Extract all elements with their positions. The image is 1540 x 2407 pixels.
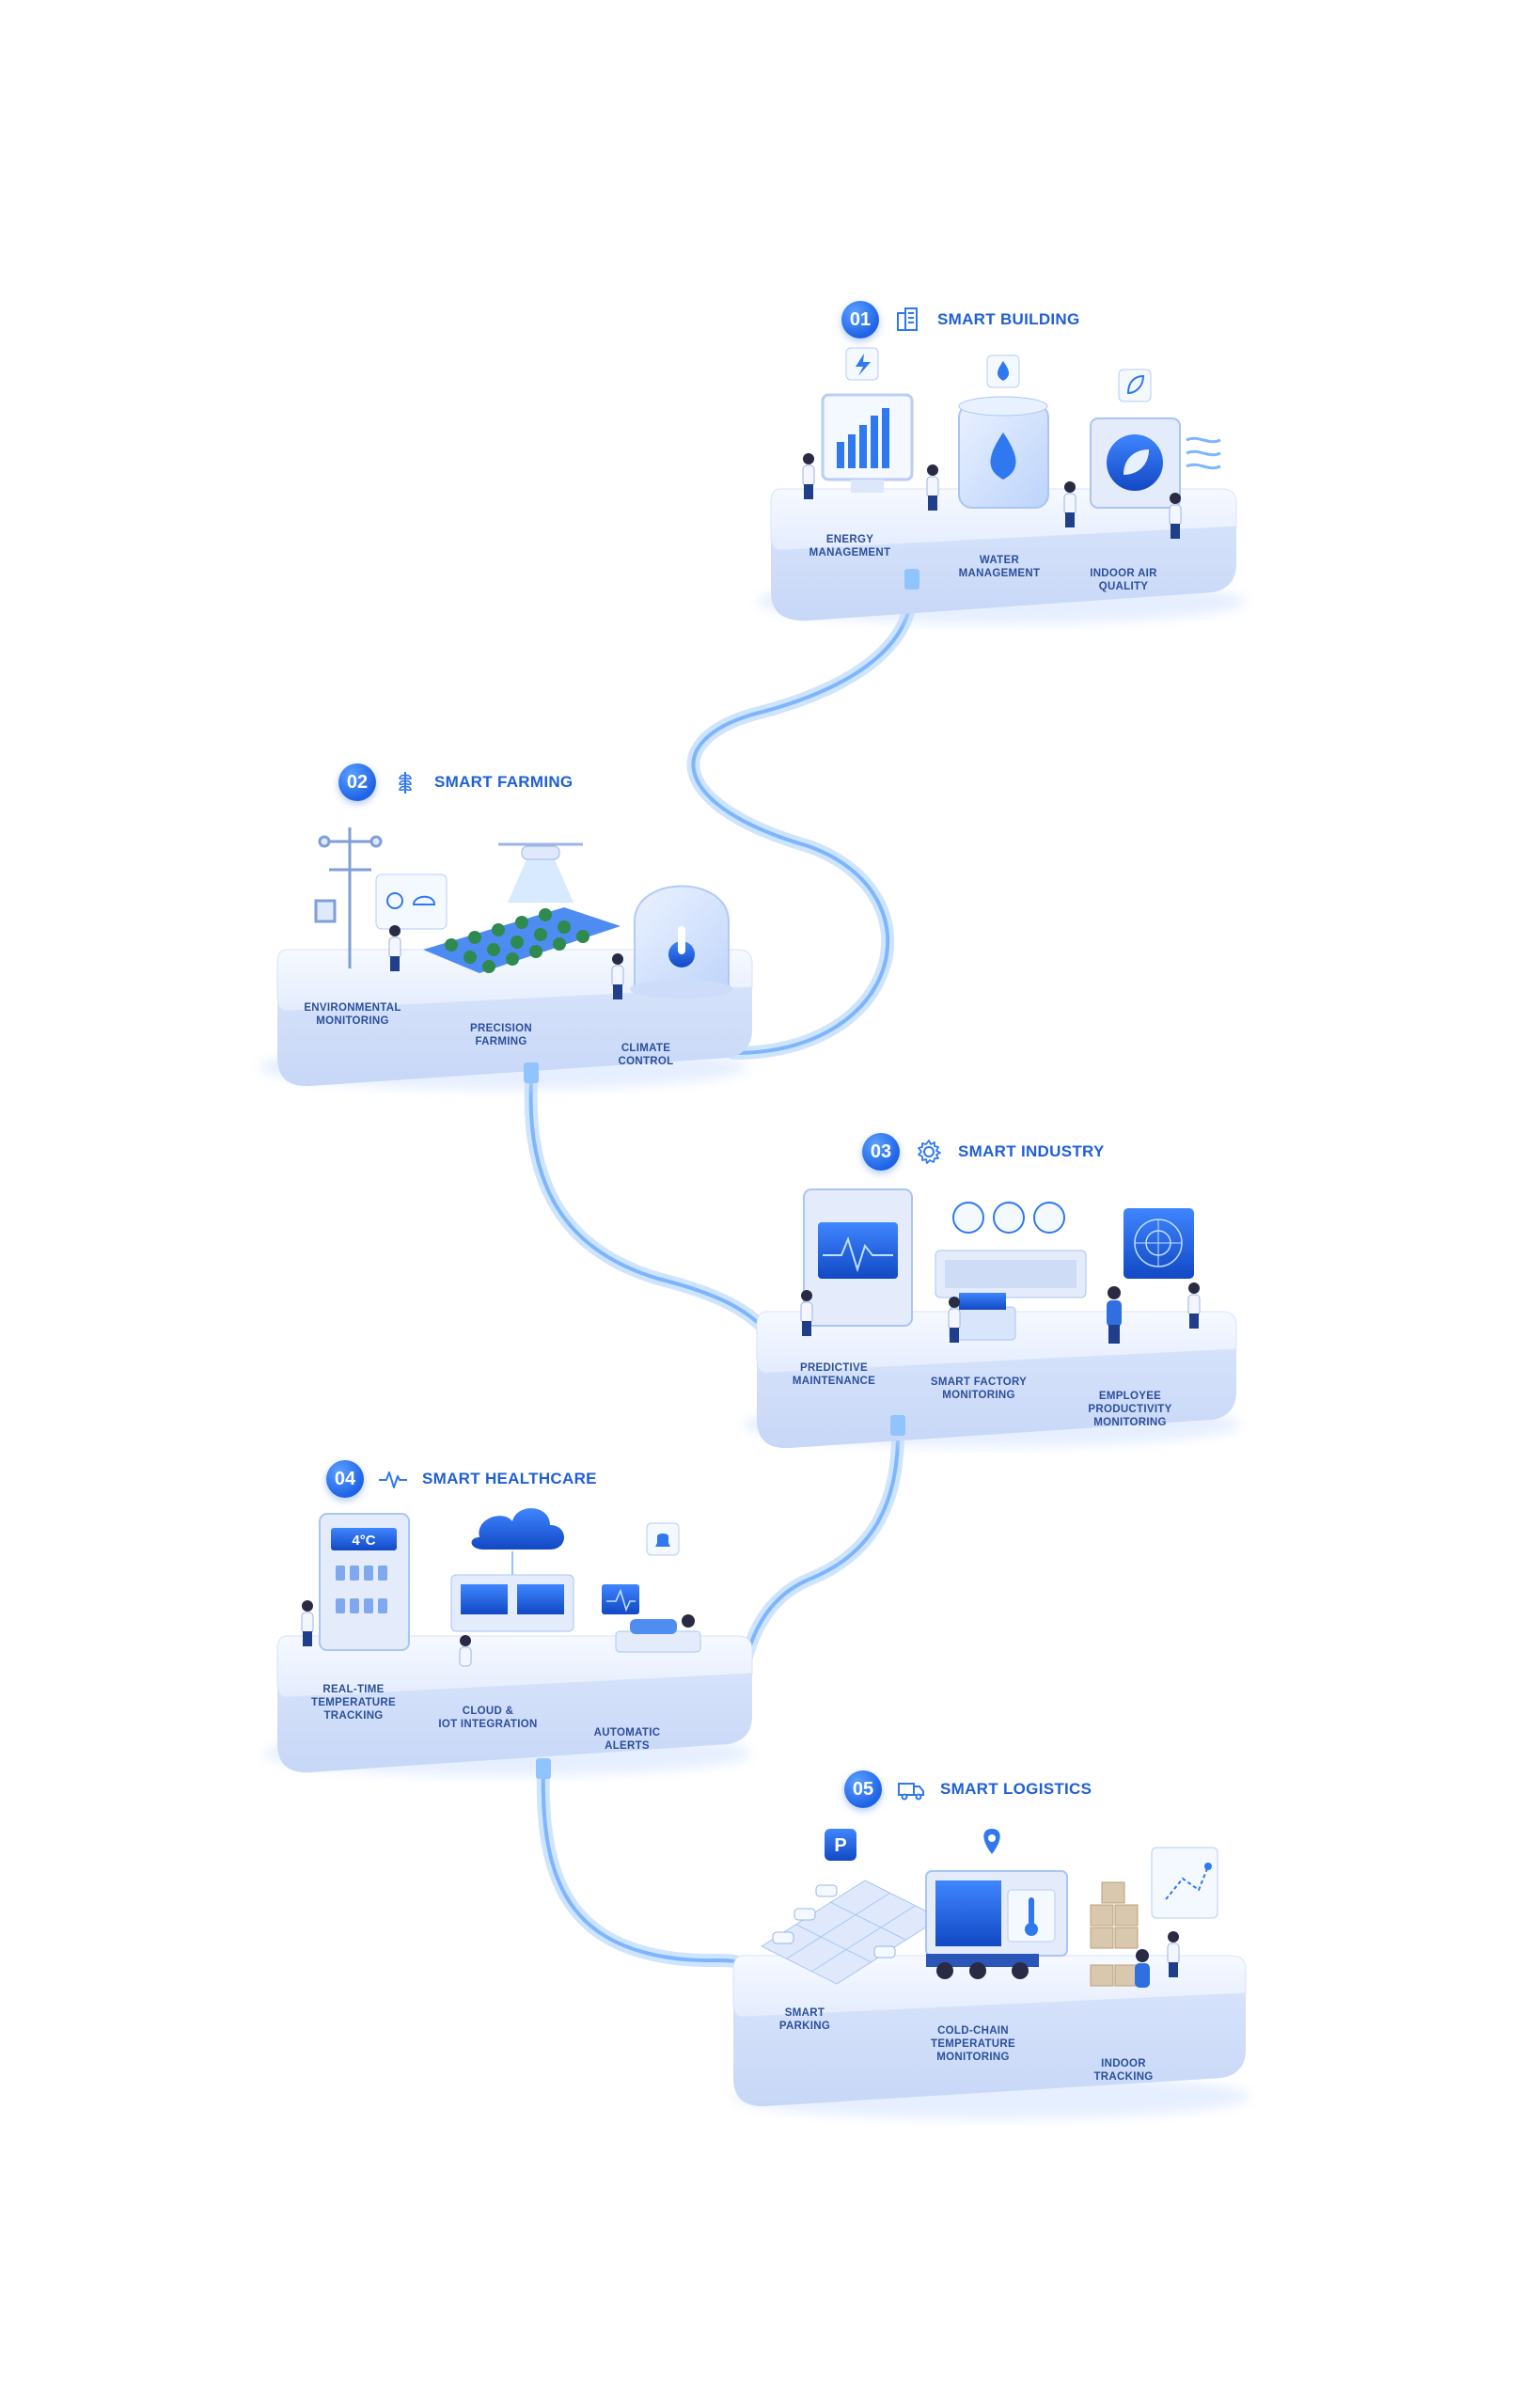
air-quality-unit-illustration	[1090, 369, 1221, 509]
section-number-badge: 05	[844, 1770, 882, 1808]
section-header-smart-industry: 03 SMART INDUSTRY	[862, 1133, 1105, 1171]
section-number-badge: 01	[841, 301, 879, 338]
section-number-badge: 03	[862, 1133, 900, 1171]
label-employee-productivity-monitoring: EMPLOYEE PRODUCTIVITY MONITORING	[1088, 1391, 1172, 1428]
weather-panel	[375, 873, 448, 930]
fridge-temperature-display: 4°C	[352, 1533, 375, 1549]
people-figures	[802, 453, 1182, 539]
crop-beds-illustration	[423, 907, 621, 973]
section-title: SMART HEALTHCARE	[422, 1470, 597, 1487]
cable-farming-to-industry	[524, 1075, 778, 1342]
platform-smart-building	[757, 347, 1246, 624]
cloud-station-illustration	[450, 1508, 574, 1632]
people-figures	[301, 1600, 472, 1667]
greenhouse-dome-illustration	[630, 885, 733, 999]
wheat-icon	[389, 766, 421, 798]
section-title: SMART LOGISTICS	[940, 1780, 1092, 1798]
industrial-machine-illustration	[803, 1188, 913, 1327]
label-automatic-alerts: AUTOMATIC ALERTS	[593, 1727, 661, 1752]
section-header-smart-farming: 02 SMART FARMING	[338, 763, 573, 801]
energy-dashboard-illustration	[821, 347, 914, 493]
section-header-smart-healthcare: 04 SMART HEALTHCARE	[326, 1460, 597, 1498]
label-environmental-monitoring: ENVIRONMENTAL MONITORING	[304, 1002, 401, 1027]
drone-illustration	[498, 842, 583, 903]
label-indoor-tracking: INDOOR TRACKING	[1093, 2058, 1154, 2083]
label-climate-control: CLIMATE CONTROL	[618, 1043, 674, 1067]
truck-icon	[895, 1773, 927, 1805]
section-title: SMART BUILDING	[937, 310, 1080, 328]
parking-sign: P	[834, 1835, 846, 1856]
section-header-smart-logistics: 05 SMART LOGISTICS	[844, 1770, 1092, 1808]
people-figures	[388, 925, 624, 999]
factory-line-illustration	[935, 1202, 1087, 1341]
label-cloud-iot-integration: CLOUD & IOT INTEGRATION	[438, 1706, 538, 1730]
section-number-badge: 04	[326, 1460, 364, 1498]
section-title: SMART FARMING	[434, 773, 574, 791]
hospital-bed-illustration	[602, 1522, 701, 1653]
platform-smart-logistics: P	[732, 1829, 1250, 2119]
radar-screen-illustration	[1124, 1208, 1194, 1279]
connection-cables	[524, 581, 919, 1972]
platform-smart-farming	[259, 827, 753, 1090]
label-smart-parking: SMART PARKING	[778, 2007, 831, 2032]
indoor-tracking-illustration	[1090, 1847, 1218, 1987]
label-energy-management: ENERGY MANAGEMENT	[809, 534, 891, 558]
section-number-badge: 02	[338, 763, 376, 801]
label-water-management: WATER MANAGEMENT	[958, 555, 1041, 579]
label-cold-chain-temperature-monitoring: COLD-CHAIN TEMPERATURE MONITORING	[931, 2025, 1015, 2063]
building-icon	[892, 304, 924, 336]
water-tank-illustration	[958, 354, 1049, 509]
label-smart-factory-monitoring: SMART FACTORY MONITORING	[930, 1377, 1028, 1401]
medical-fridge-illustration: 4°C	[319, 1513, 410, 1651]
parking-grid-illustration: P	[760, 1829, 942, 1985]
label-predictive-maintenance: PREDICTIVE MAINTENANCE	[792, 1362, 876, 1387]
people-figures	[800, 1282, 1201, 1344]
section-title: SMART INDUSTRY	[958, 1142, 1105, 1160]
gear-icon	[913, 1136, 945, 1168]
label-real-time-temperature-tracking: REAL-TIME TEMPERATURE TRACKING	[311, 1684, 396, 1722]
section-header-smart-building: 01 SMART BUILDING	[841, 301, 1080, 338]
people-figures	[1135, 1931, 1180, 1988]
cold-chain-truck-illustration	[925, 1829, 1068, 1979]
label-indoor-air-quality: INDOOR AIR QUALITY	[1090, 568, 1157, 592]
heartbeat-icon	[377, 1463, 409, 1495]
label-precision-farming: PRECISION FARMING	[470, 1023, 532, 1047]
platform-smart-industry	[743, 1188, 1241, 1449]
cable-healthcare-to-logistics	[536, 1761, 749, 1972]
weather-station-illustration	[314, 827, 383, 968]
platform-smart-healthcare: 4°C	[263, 1508, 753, 1779]
